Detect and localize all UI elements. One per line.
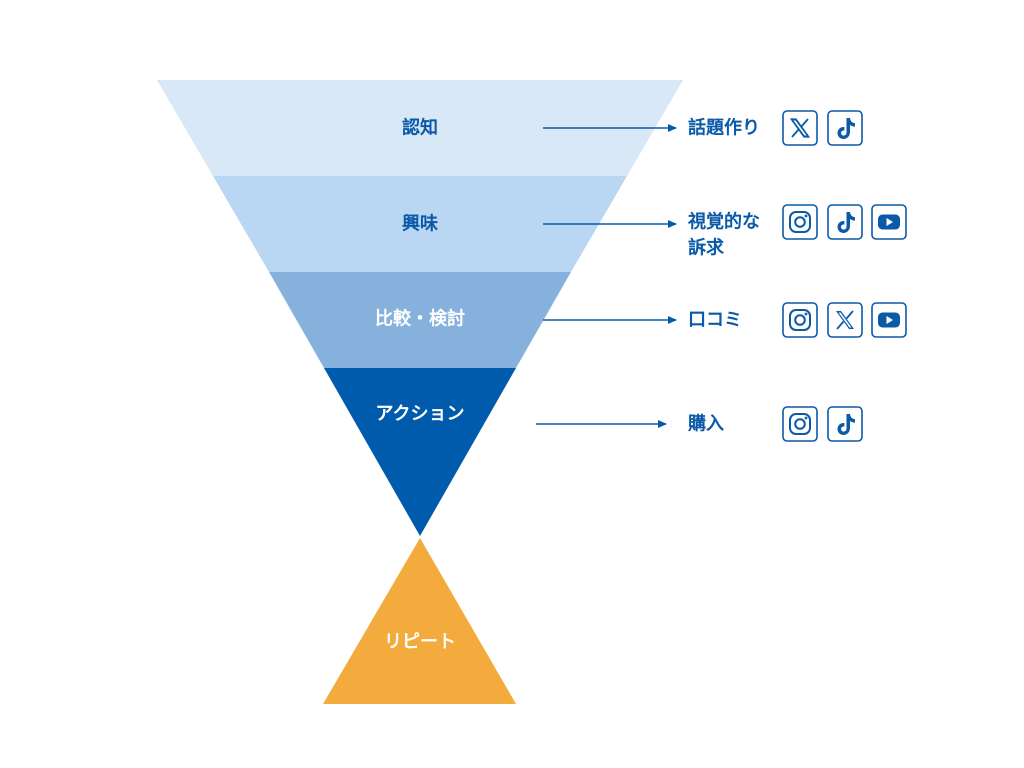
stage-label-action: アクション [375, 404, 464, 425]
action-label-wom: 口コミ [688, 310, 742, 331]
funnel-stage-interest [213, 176, 627, 272]
stage-label-comparison: 比較・検討 [375, 308, 465, 330]
action-label-visual-line2: 訴求 [688, 237, 725, 259]
repeat-triangle [323, 538, 516, 704]
instagram-icon [782, 204, 818, 240]
stage-label-interest: 興味 [402, 213, 438, 235]
youtube-icon [871, 302, 907, 338]
funnel-stage-action [324, 368, 516, 536]
tiktok-icon [827, 406, 863, 442]
stage-label-awareness: 認知 [402, 117, 438, 139]
tiktok-icon [827, 204, 863, 240]
youtube-icon [871, 204, 907, 240]
tiktok-icon [827, 110, 863, 146]
funnel-stage-comparison [269, 272, 571, 368]
instagram-icon [782, 302, 818, 338]
instagram-icon [782, 406, 818, 442]
action-label-purchase: 購入 [687, 413, 724, 435]
action-label-visual-line1: 視覚的な [687, 211, 760, 233]
action-label-topic: 話題作り [688, 117, 760, 139]
x-icon [782, 110, 818, 146]
stage-label-repeat: リピート [384, 632, 456, 653]
funnel-stage-awareness [157, 80, 683, 176]
x-icon [827, 302, 863, 338]
